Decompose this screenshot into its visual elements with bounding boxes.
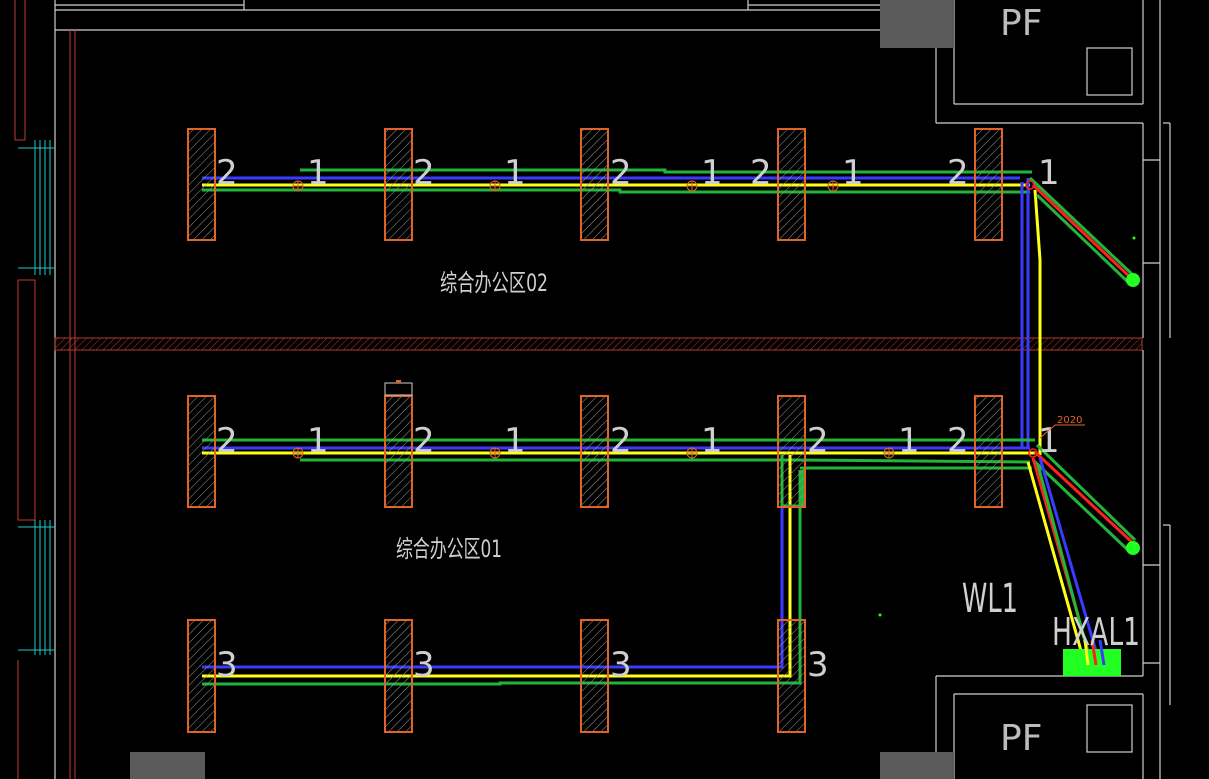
column xyxy=(187,128,216,241)
dimension-leader xyxy=(1039,424,1085,439)
circuit-number: 2 xyxy=(947,153,969,193)
circuit-number: 1 xyxy=(1038,421,1060,461)
shaft-label-bottom: PF xyxy=(1000,718,1042,759)
circuit-number: 2 xyxy=(610,421,632,461)
column xyxy=(777,395,806,508)
circuit-number: 2 xyxy=(947,421,969,461)
column xyxy=(384,619,413,733)
column xyxy=(187,395,216,508)
circuit-number: 2 xyxy=(750,153,772,193)
column xyxy=(974,395,1003,508)
circuit-number: 2 xyxy=(413,153,435,193)
circuit-number: 1 xyxy=(1038,153,1060,193)
circuit-number: 1 xyxy=(504,421,526,461)
column xyxy=(580,395,609,508)
dimension-tag: 2020 xyxy=(1057,415,1082,426)
structural-blocks xyxy=(130,0,954,779)
circuit-number: 2 xyxy=(216,421,238,461)
column xyxy=(777,128,806,241)
circuit-number: 3 xyxy=(216,645,238,685)
circuit-number: 2 xyxy=(610,153,632,193)
walls xyxy=(54,0,1171,779)
circuit-number: 2 xyxy=(216,153,238,193)
wiring-riser xyxy=(1020,176,1135,455)
shaft-label-top: PF xyxy=(1000,3,1042,44)
left-windows xyxy=(18,140,55,655)
column xyxy=(777,619,806,733)
columns xyxy=(187,128,1003,733)
circuit-number: 2 xyxy=(413,421,435,461)
circuit-number: 3 xyxy=(413,645,435,685)
beam xyxy=(54,337,1143,351)
wiring-row3 xyxy=(202,455,805,686)
column xyxy=(384,395,413,508)
circuit-number: 3 xyxy=(807,645,829,685)
column xyxy=(384,128,413,241)
column xyxy=(187,619,216,733)
circuit-number: 1 xyxy=(307,421,329,461)
circuit-number: 1 xyxy=(307,153,329,193)
panel-label: HXAL1 xyxy=(1052,610,1140,654)
circuit-number: 1 xyxy=(701,421,723,461)
circuit-number: 1 xyxy=(701,153,723,193)
panel-wires xyxy=(1083,639,1106,666)
light-fixtures xyxy=(292,180,895,459)
door-marker xyxy=(384,380,413,396)
junction-nodes xyxy=(878,236,1140,617)
circuit-label: WL1 xyxy=(962,576,1018,622)
column xyxy=(580,619,609,733)
wire-green-row1 xyxy=(300,168,1032,174)
circuit-number: 1 xyxy=(504,153,526,193)
junction-markers xyxy=(1025,180,1038,458)
room-label-upper: 综合办公区02 xyxy=(440,269,548,297)
distribution-panel[interactable] xyxy=(1063,649,1121,676)
room-label-lower: 综合办公区01 xyxy=(396,535,502,563)
circuit-number: 2 xyxy=(807,421,829,461)
column xyxy=(974,128,1003,241)
circuit-number: 3 xyxy=(610,645,632,685)
left-wall-red xyxy=(14,0,76,779)
circuit-number: 1 xyxy=(898,421,920,461)
circuit-number: 1 xyxy=(842,153,864,193)
column xyxy=(580,128,609,241)
